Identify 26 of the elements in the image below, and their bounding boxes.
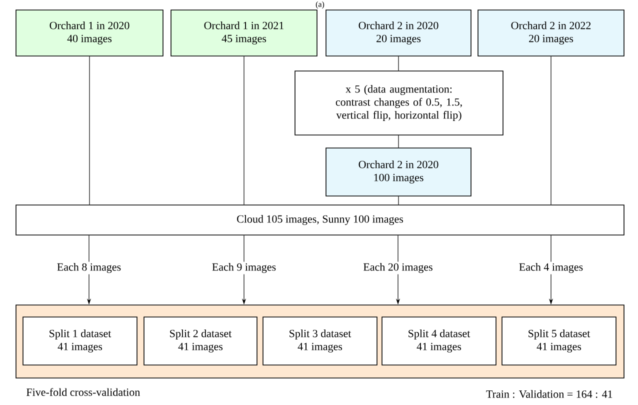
orchard-box: Orchard 2 in 2022 20 images bbox=[478, 10, 624, 56]
split-count-text: Each 20 images bbox=[364, 263, 432, 273]
connector-line bbox=[88, 235, 90, 262]
connector-line bbox=[550, 235, 552, 262]
connector-line bbox=[398, 56, 399, 71]
connector-line bbox=[398, 135, 399, 148]
split-box: Split 3 dataset 41 images bbox=[262, 316, 378, 366]
orchard-box: Orchard 1 in 2021 45 images bbox=[170, 10, 318, 56]
connector-line bbox=[550, 56, 552, 205]
orchard-box: Orchard 2 in 2020 100 images bbox=[326, 148, 472, 196]
split-box: Split 1 dataset 41 images bbox=[22, 316, 138, 366]
orchard-box: Orchard 1 in 2020 40 images bbox=[16, 10, 164, 56]
split-box: Split 5 dataset 41 images bbox=[502, 316, 616, 366]
split-count-text: Each 4 images bbox=[519, 263, 583, 273]
connector-line bbox=[89, 56, 90, 205]
ratio-text: Train : Validation = 164 : 41 bbox=[486, 390, 612, 398]
orchard-box: Orchard 2 in 2020 20 images bbox=[326, 10, 472, 56]
split-box: Split 4 dataset 41 images bbox=[382, 316, 496, 366]
caption-text: Five-fold cross-validation bbox=[26, 388, 140, 396]
panel-label: (a) bbox=[316, 1, 324, 9]
split-box: Split 2 dataset 41 images bbox=[144, 316, 258, 366]
connector-line bbox=[398, 196, 399, 205]
split-count-text: Each 9 images bbox=[212, 263, 276, 273]
merged-dataset-box: Cloud 105 images, Sunny 100 images bbox=[16, 204, 624, 236]
split-count-text: Each 8 images bbox=[57, 263, 121, 273]
augmentation-box: x 5 (data augmentation: contrast changes of 0.5, 1.5, vertical flip, horizontal flip) bbox=[294, 70, 504, 136]
